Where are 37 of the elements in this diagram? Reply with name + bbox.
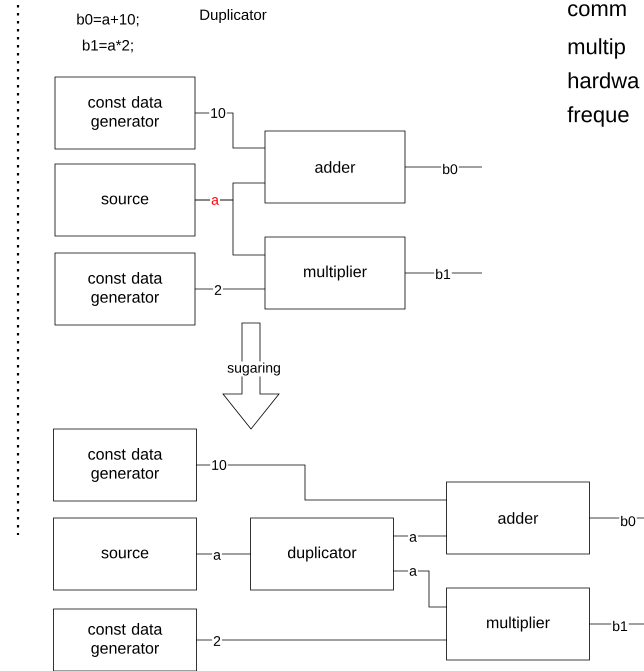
process-box: duplicator [250, 518, 394, 590]
edge-label: 10 [209, 107, 227, 119]
arrow-label: sugaring [226, 361, 282, 377]
edge-label: a [212, 551, 222, 561]
body-text: comm [568, 4, 626, 16]
process-box: const data generator [53, 428, 197, 502]
connector [194, 200, 266, 256]
edge-label: b1 [611, 620, 629, 632]
connector [404, 272, 482, 274]
connector [194, 112, 266, 148]
edge-label: 10 [210, 459, 228, 471]
connector [194, 288, 266, 290]
edge-label: 2 [213, 284, 223, 296]
edge-label: a [210, 196, 220, 206]
edge-label: b0 [441, 162, 459, 176]
body-text: freque [568, 106, 629, 127]
process-box: const data generator [54, 252, 196, 326]
body-text: multip [568, 38, 625, 59]
body-text: hardwa [568, 72, 640, 88]
connector [392, 570, 448, 608]
code-line: b0=a+10; [77, 14, 138, 26]
process-box: const data generator [53, 608, 197, 671]
edge-label: 2 [212, 635, 222, 647]
connector [196, 464, 448, 500]
process-box: source [53, 518, 197, 590]
edge-label: a [408, 533, 418, 543]
process-box: multiplier [446, 588, 590, 660]
edge-label: b1 [434, 268, 452, 280]
heading: Duplicator [200, 9, 266, 23]
process-box: multiplier [264, 236, 406, 310]
code-line: b1=a*2; [82, 40, 133, 52]
process-box: const data generator [54, 76, 196, 150]
process-box: adder [446, 482, 590, 554]
process-box: source [54, 164, 196, 236]
edge-label: a [408, 567, 418, 577]
process-box: adder [264, 130, 406, 204]
edge-label: b0 [619, 514, 637, 528]
